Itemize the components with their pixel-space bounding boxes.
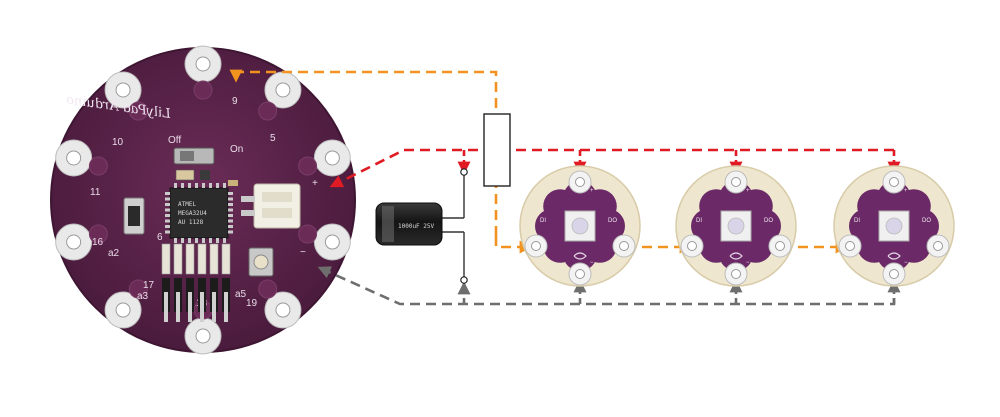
- pin-label-19: 19: [246, 298, 258, 309]
- sew-pad: [55, 223, 108, 261]
- reset-button-icon: [248, 247, 274, 277]
- data-wire-to-pixel1: [494, 236, 533, 254]
- sew-pad: [55, 139, 108, 177]
- sew-pad: [184, 45, 222, 100]
- header-pin-top: [197, 243, 207, 275]
- pixel-label-din: DI: [540, 218, 546, 224]
- header-pin-metal: [224, 292, 228, 322]
- chip-pins: [165, 183, 233, 243]
- pixel-label-minus: −: [590, 260, 594, 266]
- smd-component: [200, 170, 210, 180]
- header-pin-top: [209, 243, 219, 275]
- regulator-core: [128, 206, 140, 226]
- header-pins: [161, 243, 231, 322]
- header-pin-top: [173, 243, 183, 275]
- lilypad-pixels: + DI DO − + DI DO − + DI DO −: [519, 165, 955, 287]
- crystal: [175, 169, 195, 181]
- pin-label-10: 10: [112, 137, 124, 148]
- capacitor: 1000uF 25V: [375, 168, 468, 284]
- chip-text-3: AU 1128: [178, 219, 204, 226]
- pin-label-a3: a3: [137, 291, 149, 302]
- header-pin-top: [221, 243, 231, 275]
- chip-text-1: ATMEL: [178, 201, 196, 208]
- lilypad-pixel-3: + DI DO −: [833, 165, 955, 287]
- pixel-label-din: DI: [854, 218, 860, 224]
- header-pin-metal: [200, 292, 204, 322]
- header-pin-metal: [164, 292, 168, 322]
- pixel-label-dout: DO: [922, 218, 931, 224]
- pin-label-6: 6: [157, 232, 163, 243]
- switch-label-off: Off: [168, 135, 181, 146]
- pixel-label-plus: +: [590, 188, 594, 194]
- pin-label-17: 17: [143, 280, 155, 291]
- header-pin-top: [161, 243, 171, 275]
- sew-pad: [298, 139, 351, 177]
- pixel-label-dout: DO: [764, 218, 773, 224]
- pin-label-11: 11: [90, 187, 101, 198]
- battery-connector-icon: [241, 183, 301, 229]
- capacitor-stripe: [382, 206, 394, 242]
- pin-label-5: 5: [270, 133, 276, 144]
- capacitor-terminal-plus: [460, 168, 468, 176]
- pin-label-a2: a2: [108, 248, 120, 259]
- capacitor-label: 1000uF 25V: [398, 223, 435, 230]
- pixel-label-plus: +: [904, 188, 908, 194]
- pixel-label-dout: DO: [608, 218, 617, 224]
- power-wire-to-board: [329, 148, 894, 188]
- sew-pad: [298, 223, 351, 261]
- header-pin-metal: [212, 292, 216, 322]
- pin-label-16: 16: [92, 237, 104, 248]
- pixel-label-minus: −: [746, 260, 750, 266]
- capacitor-terminal-minus: [460, 276, 468, 284]
- board-minus-label: −: [300, 247, 306, 258]
- chip-text-2: MEGA32U4: [178, 210, 207, 217]
- power-switch-icon: [173, 147, 215, 165]
- pixel-label-plus: +: [746, 188, 750, 194]
- lilypad-pixel-1: + DI DO −: [519, 165, 641, 287]
- sew-pad: [104, 71, 148, 121]
- resistor: [483, 113, 511, 187]
- header-pin-metal: [188, 292, 192, 322]
- header-pin-metal: [176, 292, 180, 322]
- microcontroller-chip: ATMEL MEGA32U4 AU 1128: [165, 183, 233, 243]
- sew-pads: [55, 45, 351, 355]
- switch-label-on: On: [230, 144, 243, 155]
- sew-pad: [258, 71, 302, 121]
- board-plus-label: +: [312, 178, 318, 189]
- lilypad-arduino-board: LilyPad Arduino 9 10 11 5 6 a2 a3 18 a5 …: [50, 45, 356, 355]
- pin-label-9: 9: [232, 96, 238, 107]
- sew-pad: [258, 279, 302, 329]
- header-pin-top: [185, 243, 195, 275]
- sew-pad: [104, 279, 148, 329]
- pin-label-a5: a5: [235, 289, 247, 300]
- smd-resistor: [228, 180, 238, 186]
- pixel-label-din: DI: [696, 218, 702, 224]
- lilypad-pixel-2: + DI DO −: [675, 165, 797, 287]
- pixel-label-minus: −: [904, 260, 908, 266]
